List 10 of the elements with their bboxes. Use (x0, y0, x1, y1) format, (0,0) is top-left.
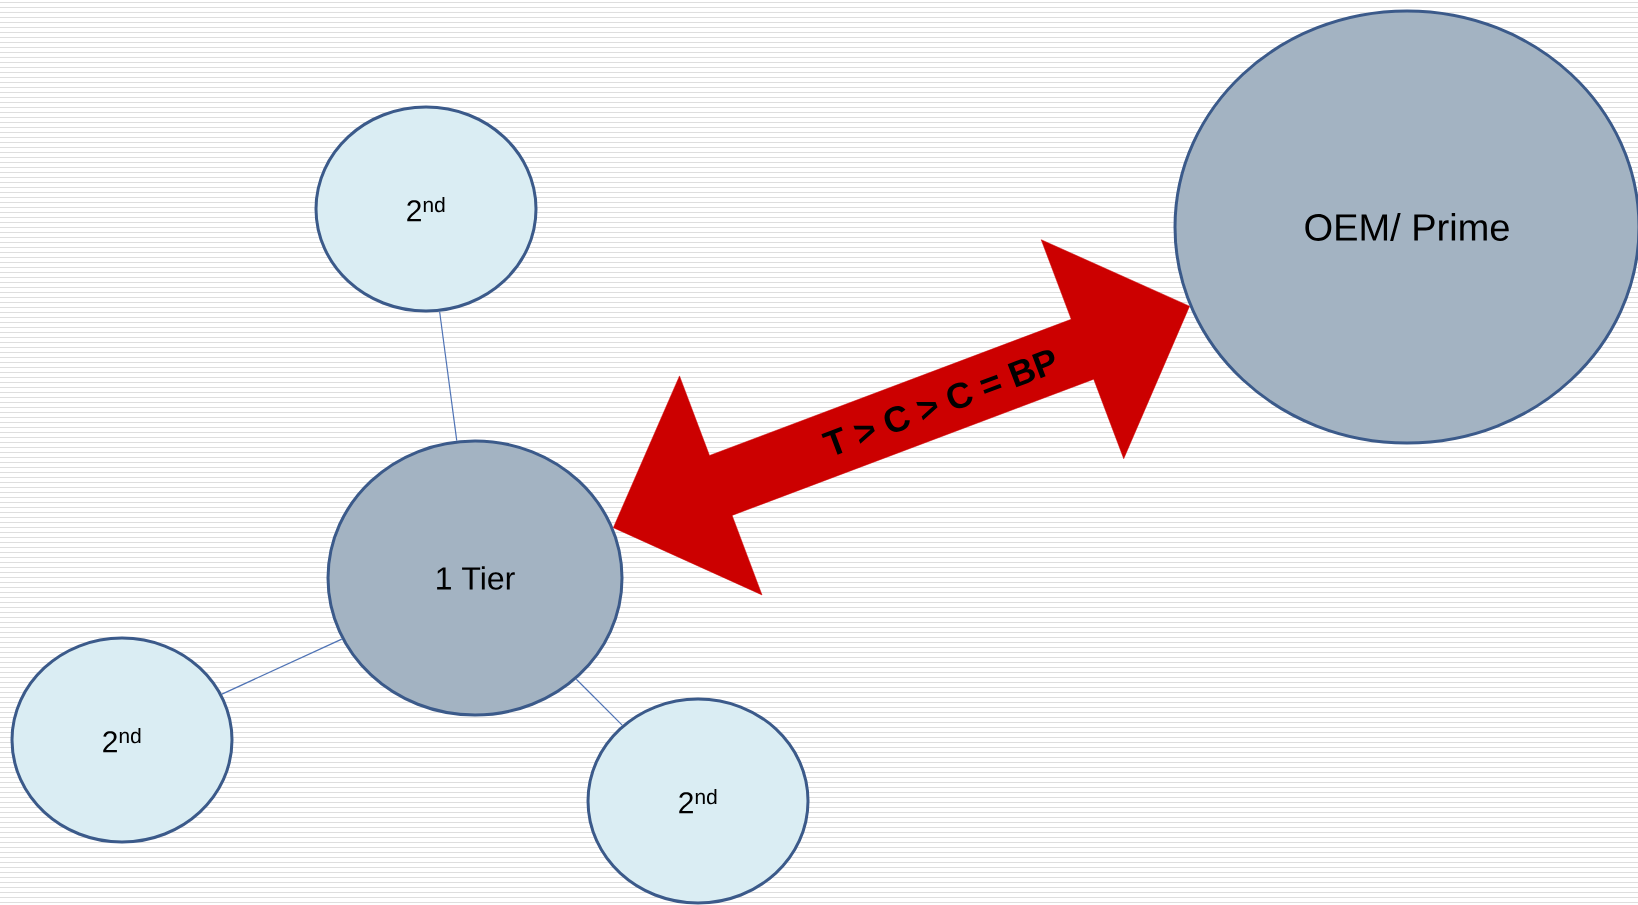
connector-line (439, 311, 458, 442)
edge-label: T > C > C = BP (821, 350, 1055, 455)
connector-line (221, 638, 343, 695)
double-block-arrow (613, 239, 1190, 596)
ellipse-node: 1 Tier (326, 439, 624, 717)
connector-line (575, 678, 623, 726)
ellipse-node: 2$^{nd}$ (314, 105, 538, 313)
ellipse-node: 2$^{nd}$ (586, 697, 810, 905)
ellipse-node: OEM/ Prime (1173, 9, 1638, 445)
ellipse-node: 2$^{nd}$ (10, 636, 234, 844)
